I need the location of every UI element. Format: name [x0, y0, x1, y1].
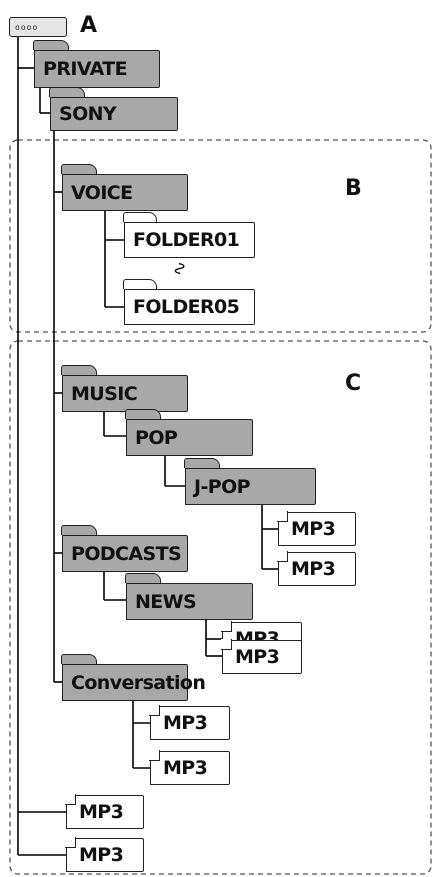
folder-folder05: FOLDER05	[123, 279, 255, 325]
folder-private: PRIVATE	[33, 40, 160, 88]
file-root-mp3-1: MP3	[65, 794, 144, 829]
file-jpop-mp3-2: MP3	[277, 551, 356, 586]
folder-jpop-label: J-POP	[194, 475, 251, 498]
file-root-mp3-2: MP3	[65, 837, 144, 872]
label-a: A	[80, 13, 98, 38]
folder-podcasts: PODCASTS	[61, 525, 188, 572]
folder-pop-label: POP	[135, 426, 178, 449]
folder-podcasts-label: PODCASTS	[71, 542, 182, 565]
file-root-mp3-1-label: MP3	[79, 801, 124, 823]
folder-folder05-label: FOLDER05	[133, 296, 240, 318]
label-c: C	[345, 371, 362, 396]
file-jpop-mp3-2-label: MP3	[291, 558, 336, 580]
file-root-mp3-2-label: MP3	[79, 844, 124, 866]
file-news-mp3-2-label: MP3	[235, 646, 280, 668]
folder-music-label: MUSIC	[71, 382, 138, 405]
region-b-border	[9, 139, 432, 333]
folder-conversation-label: Conversation	[71, 671, 206, 694]
folder-folder01: FOLDER01	[123, 212, 255, 258]
file-conversation-mp3-2-label: MP3	[163, 757, 208, 779]
folder-jpop: J-POP	[184, 458, 316, 505]
folder-private-label: PRIVATE	[43, 58, 128, 80]
folder-pop: POP	[125, 409, 253, 456]
file-conversation-mp3-2: MP3	[149, 750, 230, 785]
folder-music: MUSIC	[61, 365, 188, 412]
folder-news-label: NEWS	[135, 590, 197, 613]
folder-omission-mark: ∿	[169, 260, 191, 277]
folder-conversation: Conversation	[61, 654, 206, 701]
label-b: B	[345, 176, 362, 201]
region-c-border	[9, 340, 432, 875]
folder-folder01-label: FOLDER01	[133, 229, 240, 251]
folder-news: NEWS	[125, 573, 253, 620]
memory-device-icon: oooo	[9, 17, 67, 37]
file-conversation-mp3-1-label: MP3	[163, 712, 208, 734]
folder-voice-label: VOICE	[71, 181, 133, 204]
folder-voice: VOICE	[61, 164, 188, 211]
file-jpop-mp3-1-label: MP3	[291, 518, 336, 540]
file-conversation-mp3-1: MP3	[149, 705, 230, 740]
file-news-mp3-2: MP3	[221, 639, 302, 674]
file-jpop-mp3-1: MP3	[277, 511, 356, 546]
device-ports: oooo	[15, 23, 39, 32]
folder-sony-label: SONY	[59, 103, 117, 125]
folder-sony: SONY	[49, 87, 178, 131]
